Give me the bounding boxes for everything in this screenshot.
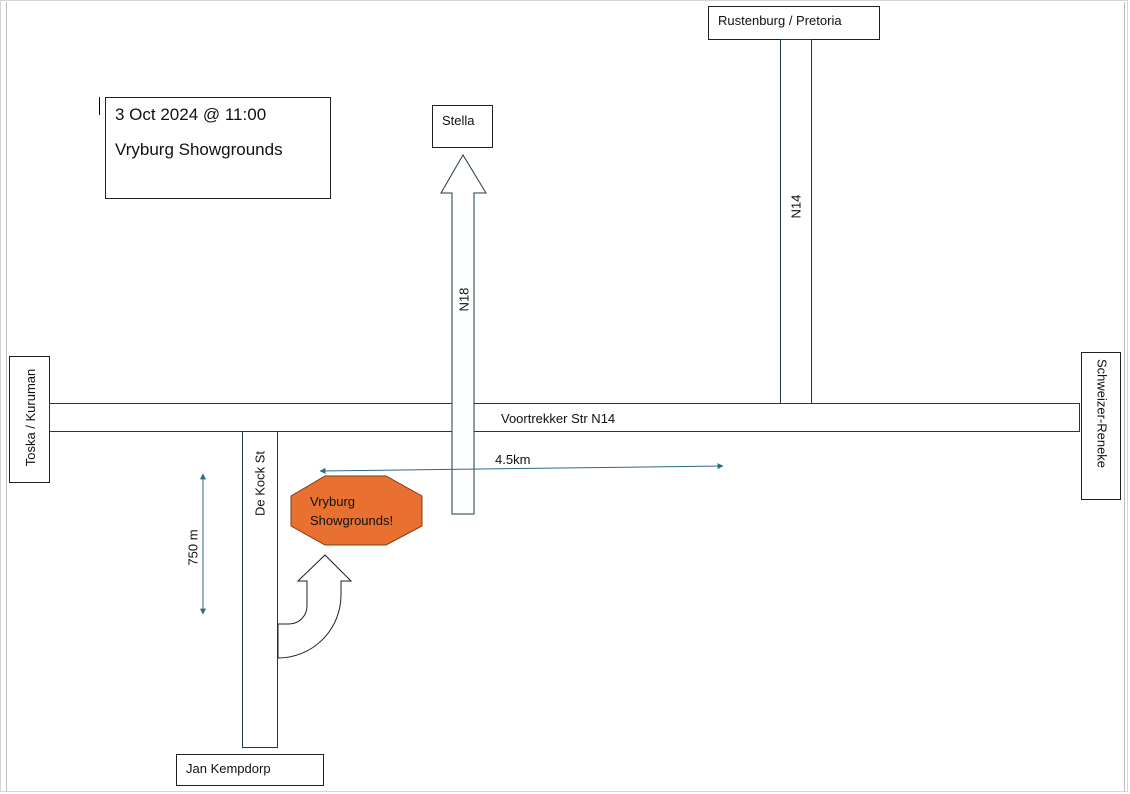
road-n18[interactable] bbox=[440, 154, 487, 515]
road-label-n18: N18 bbox=[456, 287, 472, 312]
distance-label-horizontal: 4.5km bbox=[495, 452, 531, 467]
stella-box[interactable]: Stella bbox=[432, 105, 493, 148]
text-cursor bbox=[99, 97, 100, 115]
event-info-box[interactable]: 3 Oct 2024 @ 11:00 Vryburg Showgrounds bbox=[105, 97, 331, 199]
schweizer-box[interactable]: Schweizer-Reneke bbox=[1081, 352, 1121, 500]
road-de-kock[interactable] bbox=[242, 431, 278, 748]
stella-label: Stella bbox=[442, 113, 475, 128]
jan-kempdorp-label: Jan Kempdorp bbox=[186, 761, 271, 776]
event-venue: Vryburg Showgrounds bbox=[115, 140, 283, 159]
showgrounds-marker-label: Vryburg Showgrounds! bbox=[310, 494, 394, 528]
page-margins bbox=[6, 2, 1125, 792]
turn-arrow bbox=[277, 554, 353, 659]
jan-kempdorp-box[interactable]: Jan Kempdorp bbox=[176, 754, 324, 786]
road-voortrekker[interactable] bbox=[49, 403, 1080, 432]
event-datetime: 3 Oct 2024 @ 11:00 bbox=[115, 105, 267, 124]
rustenburg-box[interactable]: Rustenburg / Pretoria bbox=[708, 6, 880, 40]
road-n14-rustenburg[interactable] bbox=[780, 39, 812, 404]
toska-box[interactable]: Toska / Kuruman bbox=[9, 356, 50, 483]
showgrounds-marker[interactable] bbox=[290, 475, 423, 546]
distance-arrow-horizontal bbox=[319, 463, 724, 474]
road-label-voortrekker: Voortrekker Str N14 bbox=[501, 411, 616, 426]
distance-label-vertical: 750 m bbox=[185, 529, 201, 566]
rustenburg-label: Rustenburg / Pretoria bbox=[718, 13, 842, 28]
